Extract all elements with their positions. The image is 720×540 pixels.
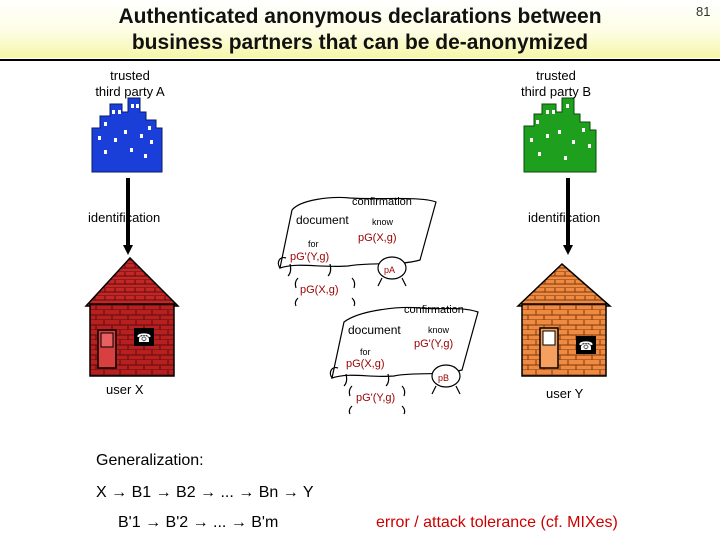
bottom-for-label: for <box>360 347 371 357</box>
top-pseudonym-bracket <box>294 277 356 307</box>
generalization-chain-2: B'1 → B'2 → ... → B'm <box>118 514 279 531</box>
title-line-2: business partners that can be de-anonymi… <box>131 31 589 54</box>
top-document-label: document <box>296 213 349 227</box>
phone-icon: ☎ <box>579 339 594 353</box>
bottom-document-label: document <box>348 323 401 337</box>
top-pg-x-label: pG(X,g) <box>358 232 397 244</box>
tp-b-line-1: trusted <box>536 68 576 83</box>
slide-title: Authenticated anonymous declarations bet… <box>0 4 720 56</box>
bottom-pg-y-label: pG'(Y,g) <box>414 338 454 350</box>
generalization-heading: Generalization: <box>96 452 204 469</box>
identification-label-left: identification <box>88 210 161 225</box>
generalization-note: error / attack tolerance (cf. MIXes) <box>376 514 618 531</box>
user-x-label: user X <box>106 382 144 397</box>
top-pa-label: pA <box>384 265 396 275</box>
bottom-pg-x-label: pG(X,g) <box>346 358 385 370</box>
trusted-party-b-building-icon <box>523 97 597 173</box>
title-rule <box>0 59 720 61</box>
bottom-pb-label: pB <box>438 373 450 383</box>
title-band <box>0 0 720 58</box>
top-pg-x-bottom-label: pG(X,g) <box>300 284 339 296</box>
bottom-pg-y-bottom-label: pG'(Y,g) <box>356 392 396 404</box>
bottom-pseudonym-bracket <box>348 385 406 415</box>
identification-label-right: identification <box>528 210 601 225</box>
bottom-declaration-document <box>329 306 479 387</box>
top-know-label: know <box>372 217 394 227</box>
pseudonym-seal-pb <box>431 364 461 395</box>
trusted-party-a-building-icon <box>91 97 163 173</box>
bottom-confirmation-label: confirmation <box>404 304 464 316</box>
title-line-1: Authenticated anonymous declarations bet… <box>118 5 602 28</box>
user-y-label: user Y <box>546 386 584 401</box>
top-confirmation-label: confirmation <box>352 196 412 208</box>
bottom-know-label: know <box>428 325 450 335</box>
user-x-house-icon: ☎ <box>84 256 180 377</box>
top-declaration-document <box>277 196 437 277</box>
tp-a-line-2: third party A <box>95 84 165 99</box>
tp-b-line-2: third party B <box>520 84 592 99</box>
user-y-house-icon: ☎ <box>516 262 612 377</box>
tp-a-line-1: trusted <box>110 68 150 83</box>
page-number: 81 <box>696 4 711 19</box>
top-for-label: for <box>308 239 319 249</box>
trusted-party-b-label: trusted third party B <box>496 68 616 100</box>
pseudonym-seal-pa <box>377 256 407 287</box>
generalization-chain-1: X → B1 → B2 → ... → Bn → Y <box>96 484 314 501</box>
trusted-party-a-label: trusted third party A <box>70 68 190 100</box>
top-pg-y-label: pG'(Y,g) <box>290 251 330 263</box>
phone-icon: ☎ <box>137 331 152 345</box>
